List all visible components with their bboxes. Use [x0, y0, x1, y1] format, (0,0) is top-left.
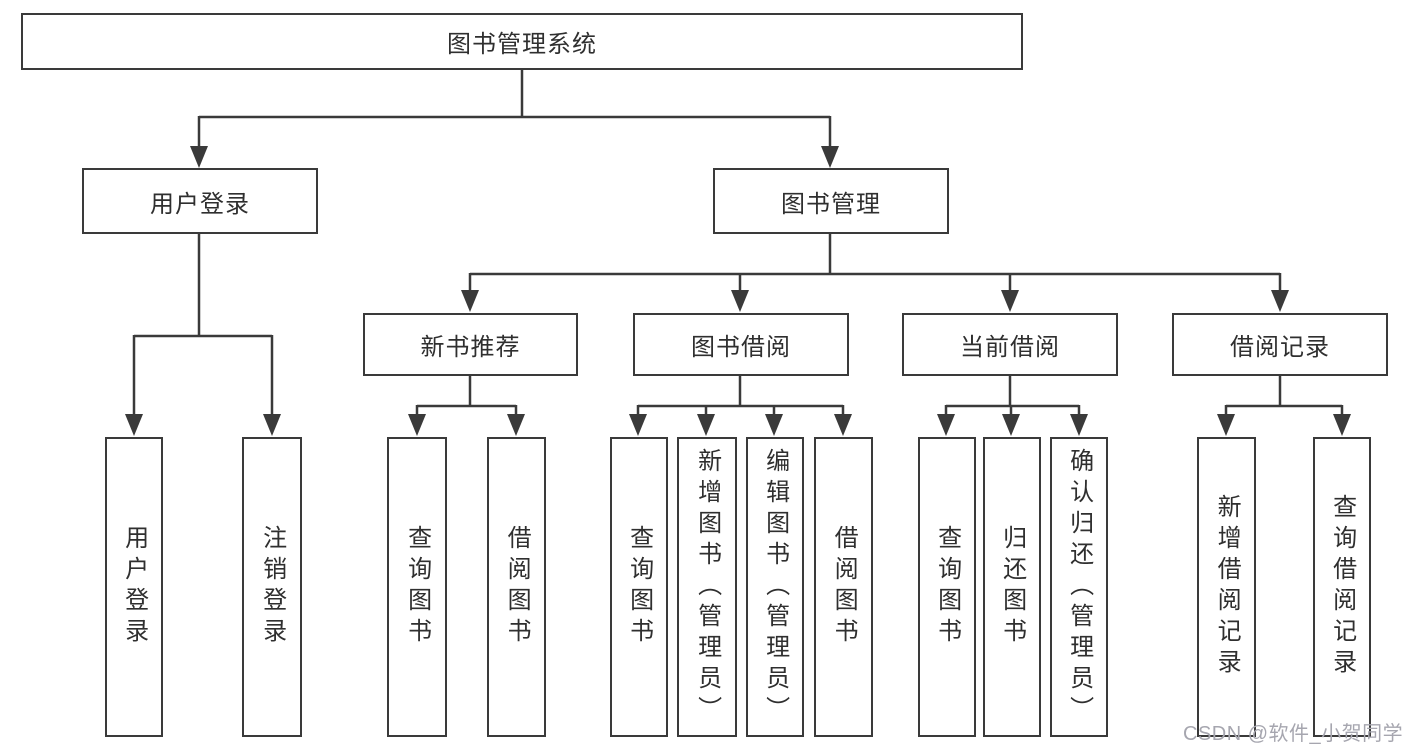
leaf-query-books-current: 查询图书	[918, 437, 976, 737]
node-label: 图书管理系统	[447, 31, 597, 58]
leaf-logout: 注销登录	[242, 437, 302, 737]
node-borrowing-records: 借阅记录	[1172, 313, 1388, 376]
node-label: 当前借阅	[960, 334, 1060, 361]
csdn-watermark: CSDN @软件_小贺同学	[1183, 723, 1404, 745]
node-label: 注销登录	[258, 525, 286, 649]
node-label: 用户登录	[120, 525, 148, 649]
node-current-borrowing: 当前借阅	[902, 313, 1118, 376]
leaf-confirm-return-admin: 确认归还（管理员）	[1050, 437, 1108, 737]
node-label: 借阅图书	[830, 525, 858, 649]
node-label: 图书借阅	[691, 334, 791, 361]
leaf-query-books-recommend: 查询图书	[387, 437, 447, 737]
node-new-book-recommend: 新书推荐	[363, 313, 578, 376]
node-book-management: 图书管理	[713, 168, 949, 234]
leaf-add-books-admin: 新增图书（管理员）	[677, 437, 737, 737]
node-label: 查询图书	[933, 525, 961, 649]
leaf-borrow-books-recommend: 借阅图书	[487, 437, 546, 737]
node-root-library-management-system: 图书管理系统	[21, 13, 1023, 70]
node-label: 归还图书	[998, 525, 1026, 649]
leaf-return-books: 归还图书	[983, 437, 1041, 737]
leaf-user-login: 用户登录	[105, 437, 163, 737]
node-label: 新增图书（管理员）	[693, 447, 721, 727]
leaf-query-books-borrowing: 查询图书	[610, 437, 668, 737]
node-label: 确认归还（管理员）	[1065, 447, 1093, 727]
node-label: 编辑图书（管理员）	[761, 447, 789, 727]
node-label: 新书推荐	[420, 334, 521, 361]
node-label: 新增借阅记录	[1213, 494, 1241, 680]
arrowhead-icons	[125, 146, 1351, 436]
node-label: 查询图书	[403, 525, 431, 649]
leaf-add-borrow-record: 新增借阅记录	[1197, 437, 1256, 737]
node-book-borrowing: 图书借阅	[633, 313, 849, 376]
leaf-borrow-books: 借阅图书	[814, 437, 873, 737]
node-user-login: 用户登录	[82, 168, 318, 234]
node-label: 图书管理	[781, 190, 881, 218]
node-label: 查询图书	[625, 525, 653, 649]
node-label: 借阅记录	[1230, 334, 1330, 361]
leaf-edit-books-admin: 编辑图书（管理员）	[746, 437, 804, 737]
node-label: 查询借阅记录	[1328, 494, 1356, 680]
leaf-query-borrow-record: 查询借阅记录	[1313, 437, 1371, 737]
node-label: 借阅图书	[503, 525, 531, 649]
node-label: 用户登录	[150, 190, 250, 218]
